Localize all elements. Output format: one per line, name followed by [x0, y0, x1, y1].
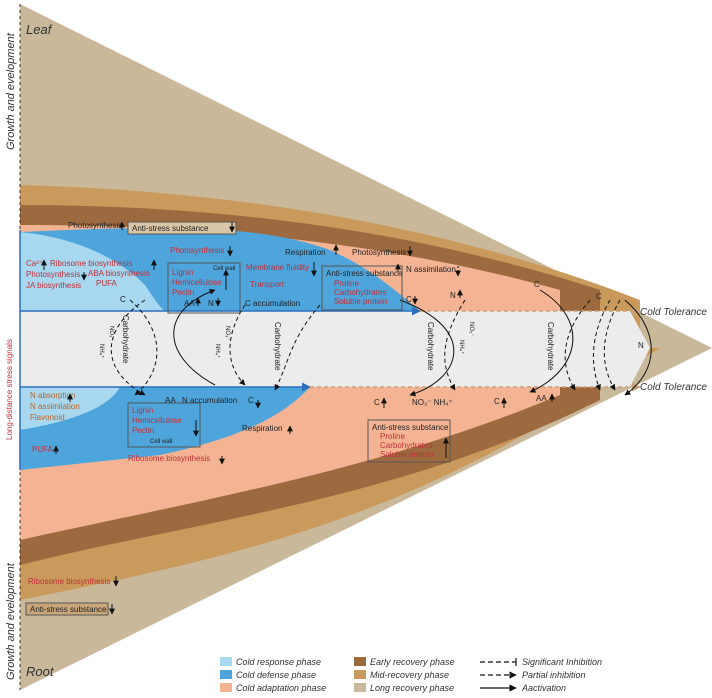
c-leaf-3: C [534, 280, 540, 289]
legend-swatch-mid-recovery [354, 670, 366, 679]
anti-stress-bottom: Anti-stress substance [30, 605, 107, 614]
legend-cold-adaptation: Cold adaptation phase [236, 683, 326, 693]
no3-1: NO₃⁻ [108, 326, 114, 341]
pectin-leaf: Pectin [172, 288, 194, 297]
cell-wall-root: Cell wall [150, 439, 172, 445]
flavonoid: Flavonoid [30, 413, 65, 422]
legend: Cold response phase Cold defense phase C… [220, 657, 602, 693]
lignin-leaf: Lignin [172, 268, 193, 277]
hemicellulose-root: Hemicellulose [132, 416, 182, 425]
anti-stress-box-leaf [321, 265, 403, 311]
growth-label-bottom: Growth and evelopment [5, 562, 17, 680]
no3-3: NO₃⁻ [468, 322, 474, 337]
c-root-1: C [248, 396, 254, 405]
c-accumulation: C accumulation [245, 299, 300, 308]
legend-swatch-cold-response [220, 657, 232, 666]
no3-nh4-root: NO₃⁻ NH₄⁺ [412, 398, 453, 407]
n-assimilation-root: N assimilation [30, 402, 80, 411]
hemicellulose-leaf: Hemicellulose [172, 278, 222, 287]
n-absorption: N absorption [30, 391, 75, 400]
legend-cold-response: Cold response phase [236, 657, 321, 667]
anti-stress-top-box [127, 221, 237, 235]
anti-stress-box-title-leaf: Anti-stress substance [326, 269, 403, 278]
cold-tolerance-bottom: Cold Tolerance [640, 382, 707, 393]
aa-root: AA [165, 396, 176, 405]
proline-root: Proline [380, 432, 405, 441]
legend-early-recovery: Early recovery phase [370, 657, 455, 667]
legend-significant-inhibition: Significant Inhibition [522, 657, 602, 667]
aa-leaf: AA [184, 299, 195, 308]
c-root-3: C [494, 397, 500, 406]
n-leaf: N [208, 299, 214, 308]
photosynthesis-top: Photosynthesis [68, 221, 122, 230]
c-leaf-4: C [596, 292, 602, 301]
nh4-2: NH₄⁺ [214, 344, 221, 358]
anti-stress-bottom-box [25, 602, 109, 616]
legend-swatch-cold-adaptation [220, 683, 232, 692]
carbohydrate-4: Carbohydrate [546, 322, 555, 371]
long-distance-label: Long-distance stress signals [5, 339, 14, 440]
n-leaf-2: N [450, 291, 456, 300]
ribosome-biosynthesis-root: Ribosome biosynthesis [128, 454, 210, 463]
cell-wall-box-leaf [167, 262, 241, 314]
aba-biosynthesis: ABA biosynthesis [88, 269, 150, 278]
center-arrows [110, 289, 652, 397]
carbohydrate-1: Carbohydrate [121, 315, 130, 364]
pufa-root: PUFA [32, 445, 54, 454]
soluble-protein-leaf: Soluble protein [334, 297, 387, 306]
cell-wall-leaf: Cell wall [213, 266, 235, 272]
lignin-root: Lignin [132, 406, 153, 415]
proline-leaf: Proline [334, 279, 359, 288]
cold-response-region-root [20, 387, 120, 430]
legend-swatch-early-recovery [354, 657, 366, 666]
pectin-root: Pectin [132, 426, 154, 435]
carbohydrates-root: Carbohydrates [380, 441, 432, 450]
legend-mid-recovery: Mid-recovery phase [370, 670, 449, 680]
photosynthesis-right: Photosynthesis [352, 248, 406, 257]
legend-long-recovery: Long recovery phase [370, 683, 454, 693]
legend-swatch-cold-defense [220, 670, 232, 679]
anti-stress-box-title-root: Anti-stress substance [372, 423, 449, 432]
carbohydrate-3: Carbohydrate [426, 322, 435, 371]
aa-root-2: AA [536, 394, 547, 403]
growth-label-top: Growth and evelopment [5, 32, 17, 150]
nh4-3: NH₄⁺ [458, 340, 465, 354]
ca-label: Ca²⁺ [26, 259, 43, 268]
anti-stress-box-root [367, 419, 451, 463]
legend-swatch-long-recovery [354, 683, 366, 692]
indicator-arrows [41, 221, 555, 615]
legend-partial-inhibition: Partial inhibition [522, 670, 586, 680]
leaf-label: Leaf [26, 22, 53, 37]
c-leaf-2: C [406, 295, 412, 304]
cold-tolerance-top: Cold Tolerance [640, 307, 707, 318]
membrane-fluidity: Membrane fluidity [246, 263, 309, 272]
ja-biosynthesis: JA biosynthesis [26, 281, 81, 290]
no3-2: NO₃⁻ [224, 326, 230, 341]
legend-cold-defense: Cold defense phase [236, 670, 316, 680]
n-center: N [638, 341, 644, 350]
anti-stress-top: Anti-stress substance [132, 224, 209, 233]
cold-response-region-leaf [20, 232, 165, 311]
pufa-leaf: PUFA [96, 279, 118, 288]
nh4-1: NH₄⁺ [98, 344, 105, 358]
legend-activation: Aactivation [521, 683, 566, 693]
photosynthesis-left: Photosynthesis [26, 270, 80, 279]
central-band [20, 311, 650, 387]
root-label: Root [26, 664, 55, 679]
n-accumulation: N accumulation [182, 396, 237, 405]
cell-wall-box-root [127, 402, 201, 448]
respiration-root: Respiration [242, 424, 282, 433]
c-root-2: C [374, 398, 380, 407]
transport-label: Transport [250, 280, 285, 289]
ribosome-biosynthesis-leaf: Ribosome biosynthesis [50, 259, 132, 268]
carbohydrate-2: Carbohydrate [273, 322, 282, 371]
n-assimilation-leaf: N assimilation [406, 265, 456, 274]
photosynthesis-mid: Photosynthesis [170, 246, 224, 255]
soluble-protein-root: Soluble protein [380, 450, 433, 459]
carbohydrates-leaf: Carbohydrates [334, 288, 386, 297]
respiration-leaf: Respiration [285, 248, 325, 257]
c-leaf-1: C [120, 295, 126, 304]
ribosome-biosynthesis-bottom: Ribosome biosynthesis [28, 577, 110, 586]
